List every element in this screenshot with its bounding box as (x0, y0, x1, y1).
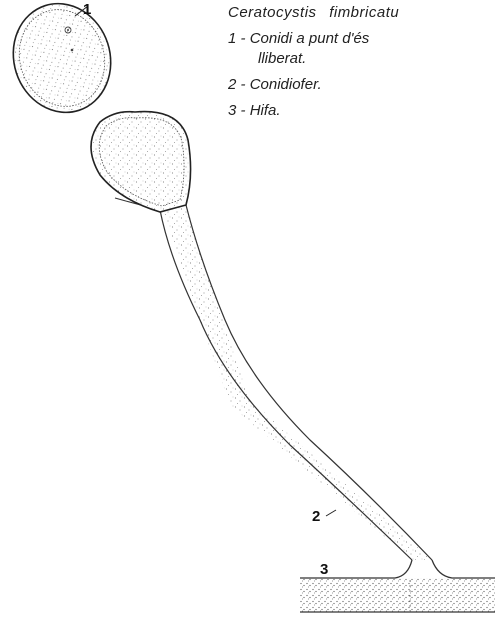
marker-1: 1 (83, 1, 91, 18)
marker-3: 3 (320, 561, 328, 578)
conidium-attached (91, 112, 191, 212)
hypha (300, 560, 495, 612)
legend-item-3: 3 - Hifa. (228, 100, 495, 122)
legend-num: 2 (228, 76, 236, 93)
legend-item-2: 2 - Conidiofer. (228, 74, 495, 96)
legend-item-1: 1 - Conidi a punt d'és (228, 28, 495, 50)
legend-text: Hifa. (250, 102, 281, 119)
marker-2-leader (326, 510, 336, 516)
conidium-released (0, 0, 125, 125)
legend-num: 3 (228, 102, 236, 119)
conidiophore (115, 198, 432, 560)
legend: Ceratocystis fimbricatu 1 - Conidi a pun… (228, 2, 495, 122)
marker-2: 2 (312, 508, 320, 525)
legend-title: Ceratocystis fimbricatu (228, 2, 495, 24)
legend-text: Conidi a punt d'és (250, 30, 370, 47)
legend-num: 1 (228, 30, 236, 47)
legend-text: Conidiofer. (250, 76, 322, 93)
legend-item-1-cont: lliberat. (228, 48, 495, 70)
